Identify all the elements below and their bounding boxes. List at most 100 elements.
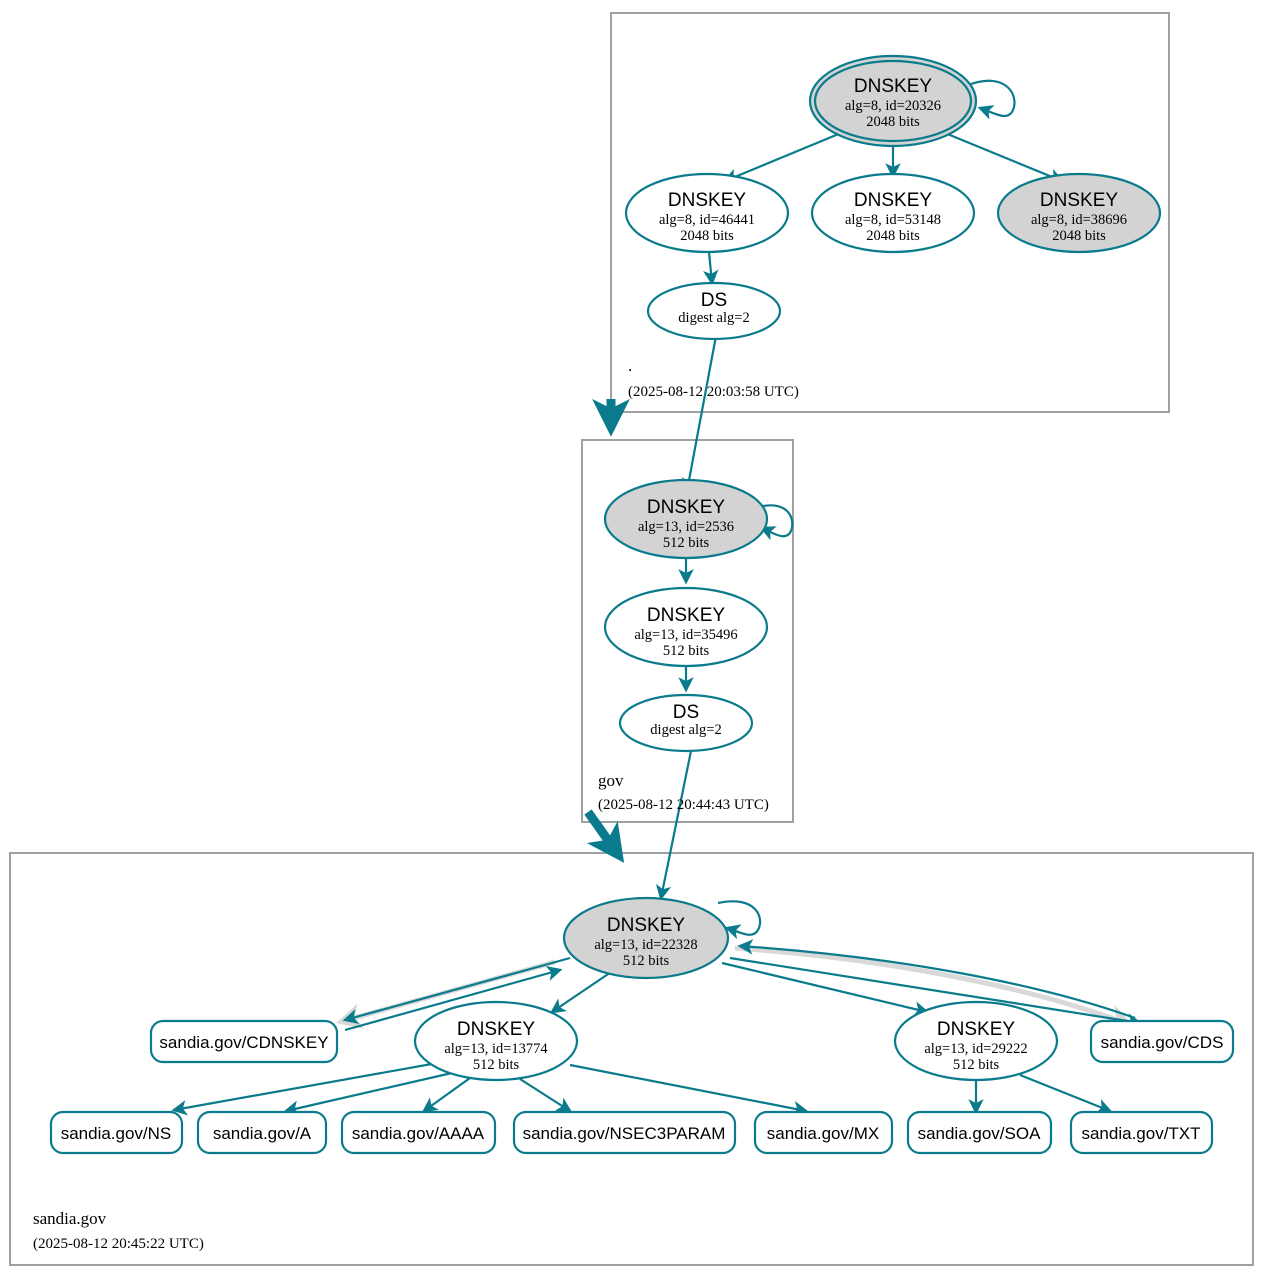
rrset-label: sandia.gov/A [213, 1124, 312, 1143]
edge-gov-ksk-self-sign [754, 504, 794, 541]
rrset-sandia-gov-txt[interactable]: sandia.gov/TXT [1069, 1110, 1214, 1155]
edge-sandia-ksk-self-sign [717, 900, 762, 940]
node-dnskey-gov-ksk-2536[interactable]: DNSKEY alg=13, id=2536 512 bits [603, 478, 769, 560]
edge-cds-to-ksk [737, 939, 1136, 1020]
node-type-label: DNSKEY [647, 605, 725, 626]
rrset-sandia-gov-cdnskey[interactable]: sandia.gov/CDNSKEY [149, 1019, 339, 1064]
zone-timestamp-sandia: (2025-08-12 20:45:22 UTC) [33, 1236, 204, 1252]
node-ellipse [618, 693, 754, 753]
node-dnskey-root-zsk-46441[interactable]: DNSKEY alg=8, id=46441 2048 bits [624, 172, 790, 254]
node-detail-label: alg=8, id=46441 [659, 212, 755, 228]
node-dnskey-root-key-38696[interactable]: DNSKEY alg=8, id=38696 2048 bits [996, 172, 1162, 254]
node-dnskey-root-ksk-20326[interactable]: DNSKEY alg=8, id=20326 2048 bits [808, 54, 978, 148]
rrset-label: sandia.gov/TXT [1081, 1124, 1200, 1143]
node-ellipse [996, 172, 1162, 254]
edge-gray-ksk-to-cds [734, 945, 1135, 1030]
rrset-label: sandia.gov/MX [767, 1124, 879, 1143]
node-type-label: DNSKEY [854, 190, 932, 211]
node-type-label: DNSKEY [647, 497, 725, 518]
edge-cdnskey-to-ksk [344, 966, 563, 1032]
node-detail-label: alg=13, id=13774 [444, 1041, 548, 1057]
edge-13774-to-ns [171, 1060, 444, 1116]
node-ellipse [646, 281, 782, 341]
rrset-sandia-gov-cds[interactable]: sandia.gov/CDS [1089, 1019, 1235, 1064]
edge-sandia-ksk-to-cdnskey [342, 956, 571, 1025]
trust-anchor-inner-ellipse [813, 59, 973, 143]
node-detail-label: digest alg=2 [650, 722, 721, 738]
zone-label-gov: gov [598, 771, 624, 790]
rrset-sandia-gov-soa[interactable]: sandia.gov/SOA [906, 1110, 1053, 1155]
node-dnskey-gov-zsk-35496[interactable]: DNSKEY alg=13, id=35496 512 bits [603, 586, 769, 668]
edge-13774-to-aaaa [421, 1077, 471, 1113]
edge-root-46441-to-ds [703, 251, 719, 286]
rrset-box [196, 1110, 328, 1155]
node-bits-label: 512 bits [663, 643, 710, 659]
edge-13774-to-nsec3param [519, 1078, 573, 1113]
edge-root-ksk-to-38696 [944, 131, 1065, 184]
rrset-sandia-gov-mx[interactable]: sandia.gov/MX [753, 1110, 894, 1155]
node-dnskey-sandia-zsk-13774[interactable]: DNSKEY alg=13, id=13774 512 bits [413, 1000, 579, 1082]
rrset-box [753, 1110, 894, 1155]
node-detail-label: alg=8, id=38696 [1031, 212, 1127, 228]
rrset-sandia-gov-a[interactable]: sandia.gov/A [196, 1110, 328, 1155]
rrset-label: sandia.gov/NSEC3PARAM [523, 1124, 726, 1143]
node-bits-label: 2048 bits [680, 228, 734, 244]
node-type-label: DS [673, 702, 699, 723]
node-bits-label: 512 bits [473, 1057, 520, 1073]
edge-root-ksk-self-sign [970, 79, 1016, 120]
edge-root-ds-to-gov-ksk [681, 335, 718, 494]
node-ellipse [413, 1000, 579, 1082]
zone-timestamp-root: (2025-08-12 20:03:58 UTC) [628, 384, 799, 400]
node-dnskey-sandia-ksk-22328[interactable]: DNSKEY alg=13, id=22328 512 bits [562, 896, 730, 980]
node-bits-label: 512 bits [663, 535, 710, 551]
node-type-label: DS [701, 290, 727, 311]
rrset-box [512, 1110, 737, 1155]
rrset-label: sandia.gov/CDS [1101, 1033, 1224, 1052]
node-detail-label: digest alg=2 [678, 310, 749, 326]
edge-29222-to-txt [1019, 1073, 1113, 1114]
rrset-label: sandia.gov/SOA [918, 1124, 1042, 1143]
node-detail-label: alg=8, id=20326 [845, 98, 941, 114]
rrset-label: sandia.gov/AAAA [352, 1124, 485, 1143]
edge-delegation-gov-to-sandia [584, 809, 625, 863]
rrset-box [49, 1110, 184, 1155]
node-ellipse [562, 896, 730, 980]
node-type-label: DNSKEY [607, 915, 685, 936]
node-dnskey-root-zsk-53148[interactable]: DNSKEY alg=8, id=53148 2048 bits [810, 172, 976, 254]
edge-root-ksk-to-46441 [722, 131, 842, 184]
node-type-label: DNSKEY [1040, 190, 1118, 211]
rrset-box [906, 1110, 1053, 1155]
node-detail-label: alg=13, id=22328 [594, 937, 697, 953]
edge-13774-to-a [283, 1071, 453, 1116]
zone-label-sandia: sandia.gov [33, 1209, 107, 1228]
node-bits-label: 512 bits [953, 1057, 1000, 1073]
node-ellipse [893, 1000, 1059, 1082]
node-bits-label: 2048 bits [866, 114, 920, 130]
edge-13774-to-mx [569, 1063, 809, 1117]
node-ellipse [603, 478, 769, 560]
node-type-label: DNSKEY [457, 1019, 535, 1040]
node-detail-label: alg=13, id=35496 [634, 627, 737, 643]
node-bits-label: 512 bits [623, 953, 670, 969]
edge-sandia-ksk-to-cds [729, 956, 1143, 1029]
edge-sandia-ksk-to-29222 [721, 961, 930, 1017]
node-bits-label: 2048 bits [866, 228, 920, 244]
rrset-label: sandia.gov/NS [61, 1124, 172, 1143]
node-detail-label: alg=13, id=2536 [638, 519, 734, 535]
node-ellipse [603, 586, 769, 668]
rrset-sandia-gov-ns[interactable]: sandia.gov/NS [49, 1110, 184, 1155]
node-ds-gov[interactable]: DS digest alg=2 [618, 693, 754, 753]
node-ellipse [624, 172, 790, 254]
zone-timestamp-gov: (2025-08-12 20:44:43 UTC) [598, 797, 769, 813]
node-ds-root[interactable]: DS digest alg=2 [646, 281, 782, 341]
rrset-box [149, 1019, 339, 1064]
node-dnskey-sandia-zsk-29222[interactable]: DNSKEY alg=13, id=29222 512 bits [893, 1000, 1059, 1082]
rrset-sandia-gov-nsec3param[interactable]: sandia.gov/NSEC3PARAM [512, 1110, 737, 1155]
rrset-sandia-gov-aaaa[interactable]: sandia.gov/AAAA [340, 1110, 497, 1155]
node-detail-label: alg=13, id=29222 [924, 1041, 1027, 1057]
node-bits-label: 2048 bits [1052, 228, 1106, 244]
node-detail-label: alg=8, id=53148 [845, 212, 941, 228]
edge-gov-ds-to-sandia-ksk [656, 750, 693, 901]
